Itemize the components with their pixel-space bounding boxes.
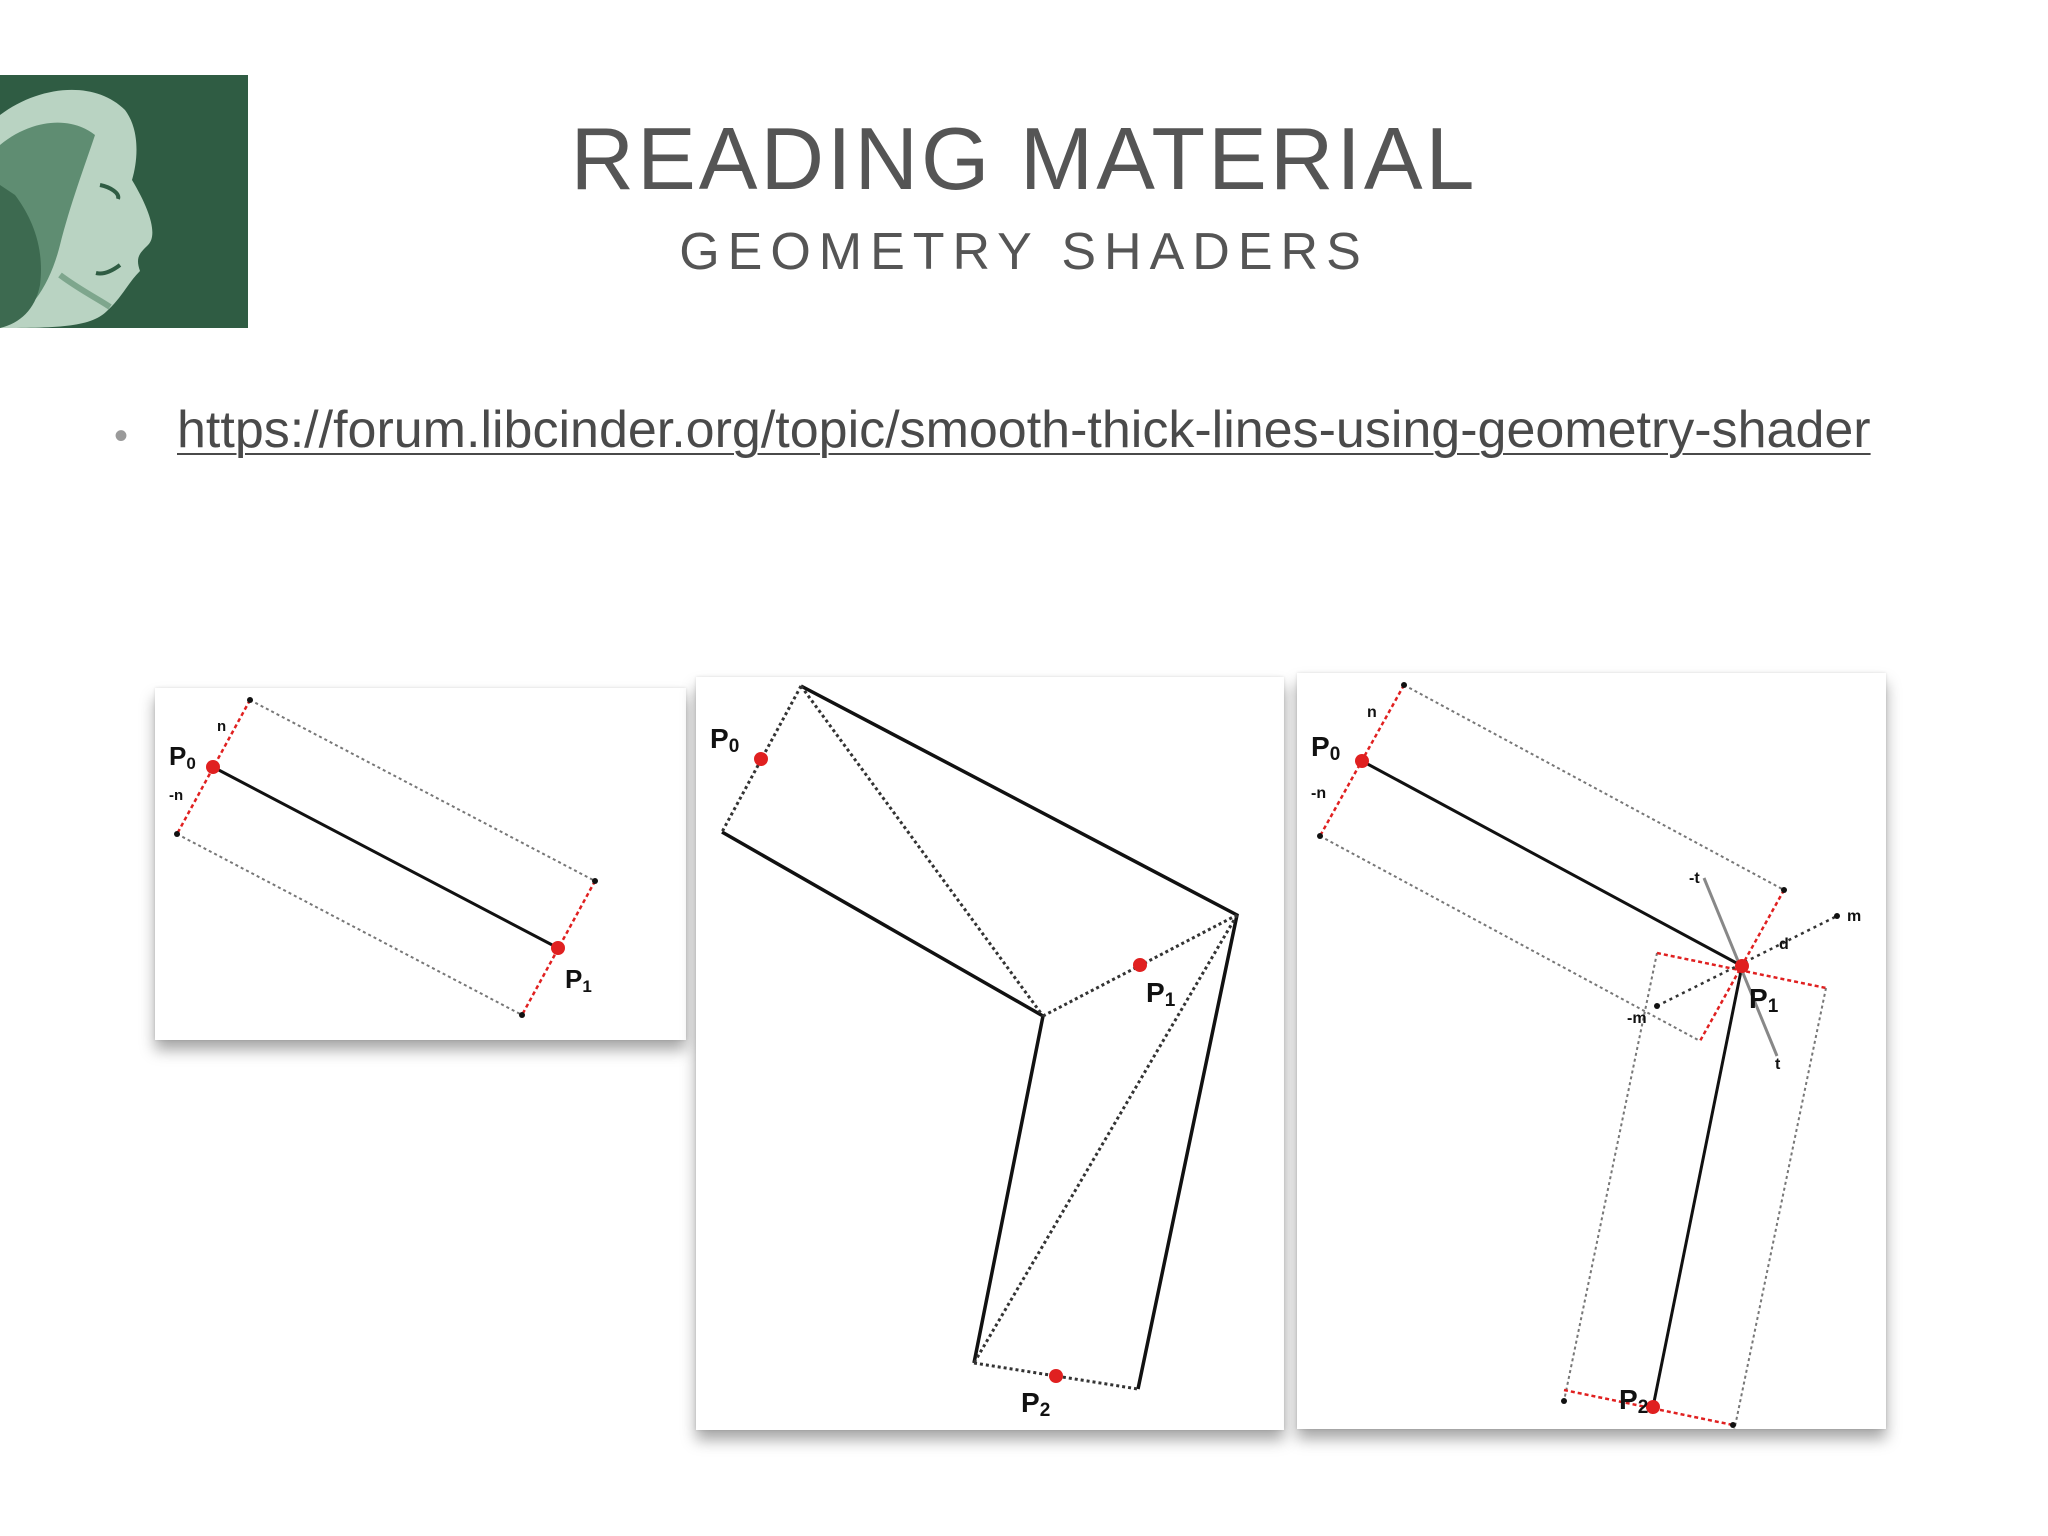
slide-subtitle: GEOMETRY SHADERS (679, 223, 1369, 281)
bullet-icon: • (114, 414, 129, 458)
label-p0: P0 (1311, 731, 1340, 765)
slide-title: READING MATERIAL (570, 109, 1478, 208)
label-p0: P0 (169, 741, 196, 773)
label-p0: P0 (710, 723, 739, 757)
label-p1: P1 (1749, 983, 1779, 1017)
diagram-single-segment: P0 n -n P1 (155, 688, 686, 1040)
triangulated-polyline-drawing: P0 P1 P2 (710, 684, 1239, 1421)
label-m: m (1847, 908, 1861, 925)
label-n: n (217, 718, 226, 735)
label-p1: P1 (565, 964, 592, 996)
reading-list: • https://forum.libcinder.org/topic/smoo… (110, 392, 1910, 468)
label-neg-t: -t (1689, 870, 1700, 887)
label-neg-m: -m (1627, 1010, 1647, 1027)
diagram-miter-joint: P0 n -n -t t m -m d P1 P2 (1297, 673, 1886, 1429)
label-d: d (1779, 936, 1789, 953)
miter-joint-drawing: P0 n -n -t t m -m d P1 P2 (1311, 682, 1861, 1429)
reading-link[interactable]: https://forum.libcinder.org/topic/smooth… (177, 401, 1871, 459)
reading-list-item: • https://forum.libcinder.org/topic/smoo… (110, 392, 1910, 468)
label-neg-n: -n (169, 787, 183, 804)
diagram-triangulated-polyline: P0 P1 P2 (696, 677, 1284, 1430)
presenter-portrait (0, 75, 248, 328)
label-p2: P2 (1619, 1384, 1648, 1418)
label-n: n (1367, 704, 1377, 721)
label-neg-n: -n (1311, 785, 1326, 802)
single-segment-drawing: P0 n -n P1 (169, 697, 598, 1018)
portrait-illustration (0, 75, 248, 328)
label-t: t (1775, 1056, 1781, 1073)
label-p1: P1 (1146, 977, 1176, 1011)
label-p2: P2 (1021, 1387, 1050, 1421)
